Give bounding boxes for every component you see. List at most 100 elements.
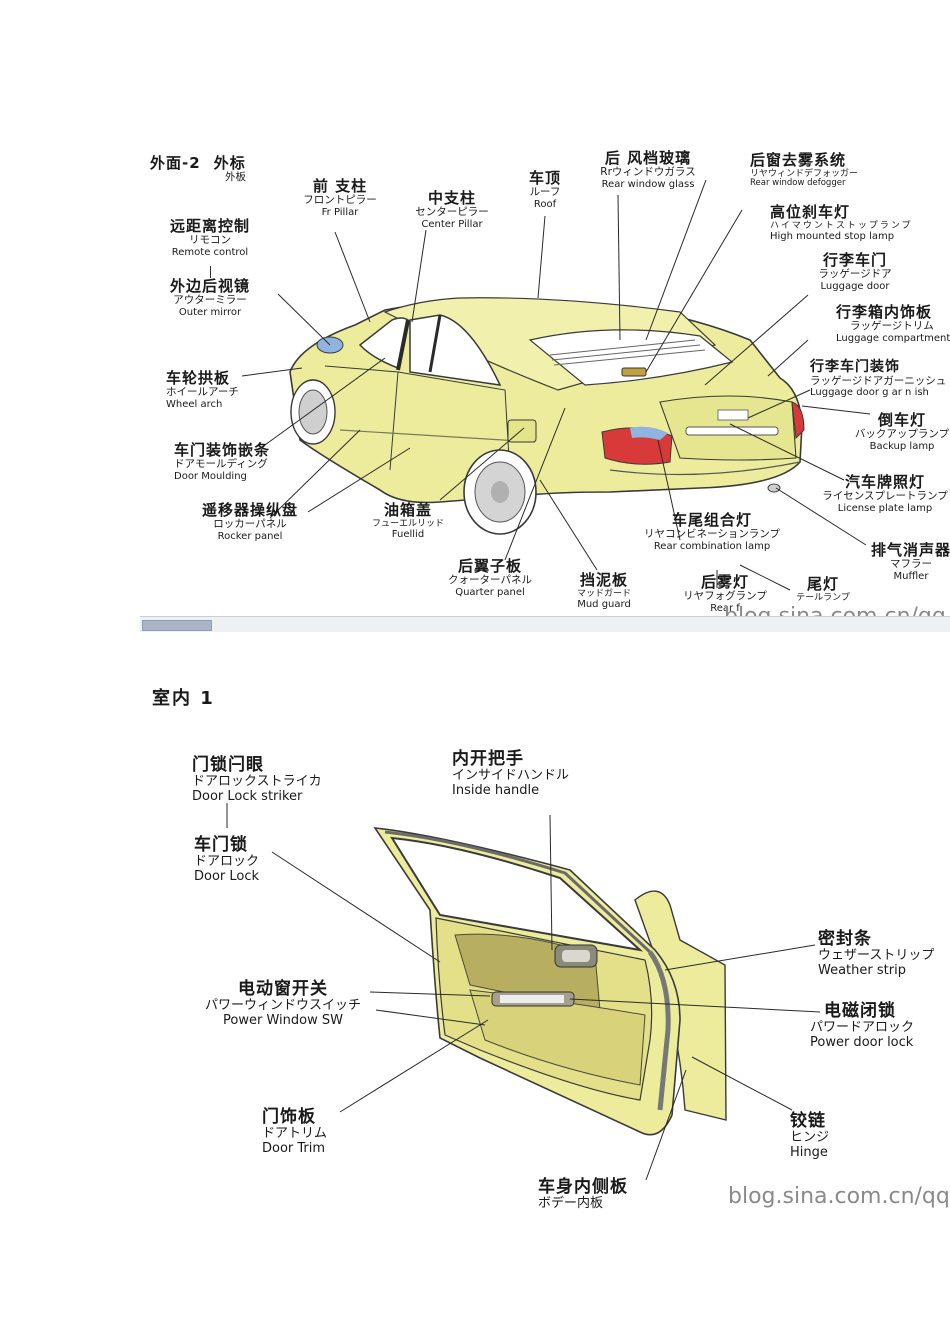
stop-lamp-jp: ハイマウントストップランプ <box>770 220 913 231</box>
label-weather-strip: 密封条 ウェザーストリップ Weather strip <box>818 929 935 978</box>
luggage-garnish-zh: 行李车门装饰 <box>810 359 900 375</box>
label-hinge: 铰链 ヒンジ Hinge <box>790 1111 830 1160</box>
exterior-title-text-2: 外标 <box>213 154 246 172</box>
stop-lamp-zh: 高位刹车灯 <box>770 203 851 221</box>
rear-combination-zh: 车尾组合灯 <box>671 511 752 529</box>
roof-jp: ルーフ <box>529 185 561 198</box>
front-pillar-zh: 前 支柱 <box>312 177 368 195</box>
door-lock-en: Door Lock <box>194 868 260 884</box>
label-luggage-garnish: 行李车门装饰 ラッゲージドアガーニッシュ Luggage door g ar n… <box>810 359 947 399</box>
label-outer-mirror: 外边后视镜 アウターミラー Outer mirror <box>160 278 260 318</box>
label-stop-lamp: 高位刹车灯 ハイマウントストップランプ High mounted stop la… <box>770 204 913 242</box>
label-door-lock-striker: 门锁闩眼 ドアロックストライカ Door Lock striker <box>192 755 322 804</box>
label-inside-handle: 内开把手 インサイドハンドル Inside handle <box>452 749 570 798</box>
backup-lamp-en: Backup lamp <box>869 440 935 452</box>
interior-watermark: blog.sina.com.cn/qq <box>728 1184 950 1209</box>
luggage-door-zh: 行李车门 <box>822 251 887 269</box>
stop-lamp-en: High mounted stop lamp <box>770 230 895 242</box>
inside-handle-jp: インサイドハンドル <box>452 768 570 784</box>
wheel-arch-zh: 车轮拱板 <box>166 369 231 387</box>
label-mud-guard: 挡泥板 マッドガード Mud guard <box>566 572 642 610</box>
backup-lamp-jp: バックアップランプ <box>854 427 950 440</box>
door-trim-zh: 门饰板 <box>262 1107 316 1127</box>
roof-en: Roof <box>533 198 557 210</box>
mud-guard-jp: マッドガード <box>576 588 631 599</box>
window-switch-jp: パワーウィンドウスイッチ <box>204 998 361 1014</box>
statusbar-block <box>142 620 212 631</box>
luggage-garnish-jp: ラッゲージドアガーニッシュ <box>810 374 947 387</box>
window-switch-zh: 电动窗开关 <box>238 979 328 999</box>
luggage-door-en: Luggage door <box>820 280 890 292</box>
rocker-panel-jp: ロッカーパネル <box>213 517 287 530</box>
door-trim-jp: ドアトリム <box>262 1126 328 1142</box>
label-front-pillar: 前 支柱 フロントピラー Fr Pillar <box>300 178 380 218</box>
luggage-door-jp: ラッゲージドア <box>818 267 892 280</box>
label-door-moulding: 车门装饰嵌条 ドアモールディング Door Moulding <box>174 442 270 482</box>
label-tail-lamp: 尾灯 テールランプ <box>790 576 856 603</box>
license-lamp-en: License plate lamp <box>837 502 933 514</box>
hinge-zh: 铰链 <box>790 1111 826 1131</box>
front-pillar-en: Fr Pillar <box>321 206 359 218</box>
exterior-title: 外面-2 外标 外板 <box>150 154 246 184</box>
roof-zh: 车顶 <box>528 169 561 187</box>
luggage-trim-en: Luggage compartment t <box>836 332 950 344</box>
exterior-title-text: 外面-2 <box>150 154 201 172</box>
front-pillar-jp: フロントピラー <box>303 193 377 206</box>
exterior-diagram-panel: 外面-2 外标 外板 远距离控制 リモコン Remote control 外边后… <box>140 140 950 632</box>
tail-lamp-zh: 尾灯 <box>806 575 839 593</box>
door-lock-zh: 车门锁 <box>194 835 248 855</box>
door-lock-jp: ドアロック <box>194 854 260 870</box>
label-backup-lamp: 倒车灯 バックアップランプ Backup lamp <box>852 412 950 452</box>
striker-en: Door Lock striker <box>192 788 303 804</box>
label-door-lock: 车门锁 ドアロック Door Lock <box>194 835 260 884</box>
luggage-trim-jp: ラッゲージトリム <box>850 319 934 332</box>
quarter-panel-jp: クォーターパネル <box>448 573 532 586</box>
door-moulding-zh: 车门装饰嵌条 <box>174 441 271 459</box>
label-door-trim: 门饰板 ドアトリム Door Trim <box>262 1107 328 1156</box>
car-exterior-illustration <box>241 179 871 591</box>
rear-defogger-zh: 后窗去雾系统 <box>750 151 847 169</box>
label-fuel-lid: 油箱盖 フューエルリッド Fuellid <box>358 502 458 540</box>
center-pillar-jp: センターピラー <box>415 205 489 218</box>
muffler-jp: マフラー <box>890 557 932 570</box>
power-lock-jp: パワードアロック <box>810 1020 915 1036</box>
interior-title: 室内 1 <box>152 688 215 709</box>
backup-lamp-zh: 倒车灯 <box>877 411 926 429</box>
outer-mirror-en: Outer mirror <box>178 306 242 318</box>
label-rocker-panel: 遥移器操纵盘 ロッカーパネル Rocker panel <box>196 502 304 542</box>
luggage-trim-zh: 行李箱内饰板 <box>836 303 933 321</box>
remote-control-zh: 远距离控制 <box>169 217 250 235</box>
weather-strip-jp: ウェザーストリップ <box>818 948 935 964</box>
remote-control-jp: リモコン <box>189 233 231 246</box>
rear-fog-en: Rear f <box>710 602 740 614</box>
remote-control-en: Remote control <box>171 246 249 258</box>
power-lock-en: Power door lock <box>810 1034 914 1050</box>
muffler-zh: 排气消声器 <box>870 541 950 559</box>
rear-defogger-en: Rear window defogger <box>750 177 846 188</box>
rear-window-glass-en: Rear window glass <box>601 178 695 190</box>
label-rear-defogger: 后窗去雾系统 リヤウィンドデフォッガー Rear window defogger <box>750 152 858 188</box>
license-lamp-zh: 汽车牌照灯 <box>844 473 925 491</box>
label-roof: 车顶 ルーフ Roof <box>520 170 570 210</box>
rear-fog-zh: 后雾灯 <box>700 573 749 591</box>
rear-window-glass-zh: 后 风档玻璃 <box>604 149 692 167</box>
tail-lamp-jp: テールランプ <box>796 592 850 603</box>
rear-fog-jp: リヤフォグランプ <box>683 589 767 602</box>
hinge-jp: ヒンジ <box>790 1130 830 1146</box>
interior-diagram-panel: 门锁闩眼 ドアロックストライカ Door Lock striker 车门锁 ドア… <box>140 740 950 1220</box>
label-quarter-panel: 后翼子板 クォーターパネル Quarter panel <box>444 558 536 598</box>
fuel-lid-zh: 油箱盖 <box>383 501 432 519</box>
quarter-panel-zh: 后翼子板 <box>457 557 522 575</box>
window-switch-en: Power Window SW <box>223 1012 343 1028</box>
body-inner-jp: ボデー内板 <box>538 1196 604 1212</box>
rocker-panel-en: Rocker panel <box>217 530 283 542</box>
rear-combination-en: Rear combination lamp <box>653 540 771 552</box>
quarter-panel-en: Quarter panel <box>455 586 525 598</box>
outer-mirror-zh: 外边后视镜 <box>169 277 250 295</box>
license-lamp-jp: ライセンスプレートランプ <box>822 489 948 502</box>
label-rear-window-glass: 后 风档玻璃 Rrウィンドウガラス Rear window glass <box>594 150 702 190</box>
door-trim-en: Door Trim <box>262 1140 326 1156</box>
label-body-inner-panel: 车身内侧板 ボデー内板 <box>538 1177 628 1212</box>
wheel-arch-jp: ホイールアーチ <box>166 385 239 398</box>
label-wheel-arch: 车轮拱板 ホイールアーチ Wheel arch <box>166 370 239 410</box>
